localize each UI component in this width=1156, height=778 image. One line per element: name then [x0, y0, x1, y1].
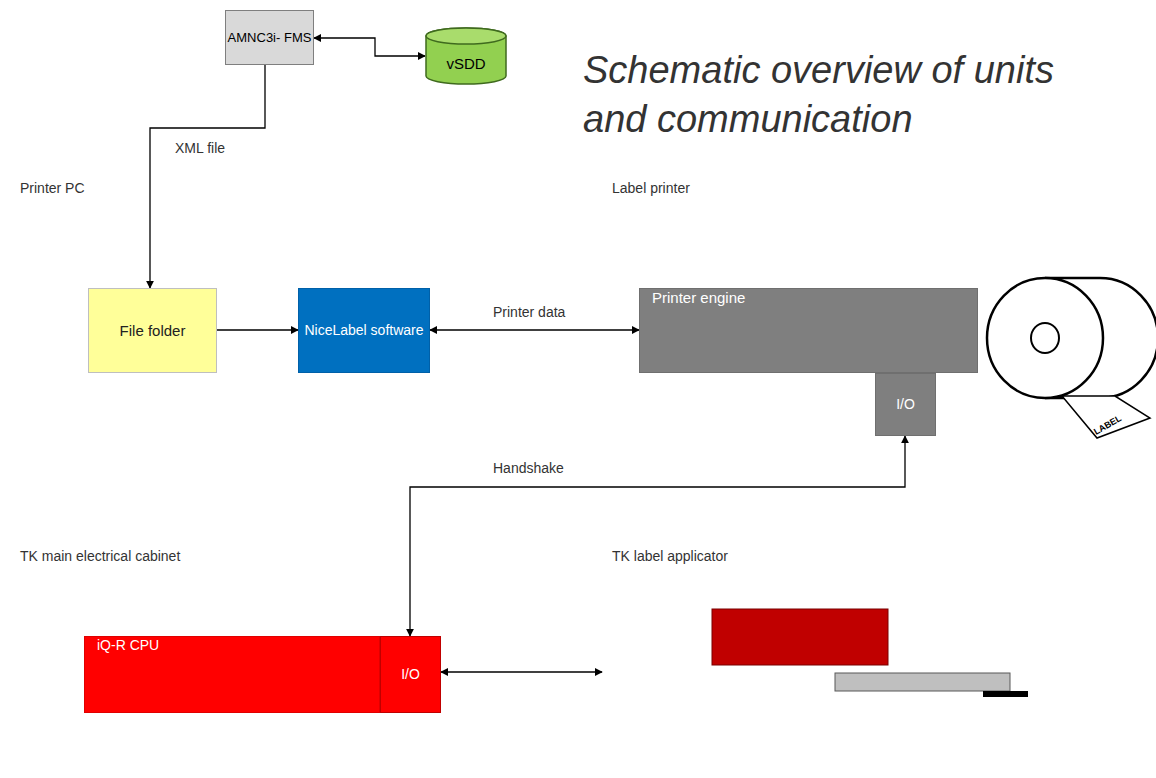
io-box: I/O [875, 373, 936, 436]
software-box: NiceLabel software [298, 288, 430, 373]
box-text: AMNC3i- FMS [228, 30, 312, 46]
folder-box: File folder [88, 288, 217, 373]
panel-heading: Label printer [612, 180, 690, 197]
panel-ground [602, 578, 1058, 778]
edge-label: Handshake [490, 460, 567, 476]
cpu-box: iQ-R CPU [84, 636, 380, 713]
box-text: vSDD [446, 55, 485, 73]
box-text: I/O [896, 396, 915, 413]
unit-panel: Label printerPrinter engineI/O [602, 210, 1058, 450]
box-text: I/O [401, 666, 420, 683]
box-text: Printer engine [652, 289, 745, 307]
diagram-title: Schematic overview of units and communic… [583, 46, 1063, 145]
io-box: I/O [380, 636, 441, 713]
panel-heading: TK main electrical cabinet [20, 548, 180, 565]
connector [150, 65, 265, 288]
panel-heading: TK label applicator [612, 548, 728, 565]
unit-panel: TK main electrical cabinetiQ-R CPUI/O [10, 578, 467, 778]
box-text: File folder [120, 322, 186, 340]
unit-panel: TK label applicator [602, 578, 1058, 778]
applicator-plate [835, 673, 1010, 691]
unit-panel: Printer PCFile folderNiceLabel software [10, 210, 467, 450]
edge-label: XML file [172, 140, 228, 156]
edge-label: Printer data [490, 304, 568, 320]
box-text: NiceLabel software [304, 322, 423, 339]
database-cylinder: vSDD [425, 28, 507, 84]
engine-box: Printer engine [639, 288, 978, 373]
connector [410, 436, 905, 636]
roll-face [987, 278, 1103, 398]
label-strip [1062, 396, 1150, 438]
box-text: iQ-R CPU [97, 637, 159, 654]
connector [217, 329, 298, 330]
panel-heading: Printer PC [20, 180, 85, 197]
connector [430, 329, 639, 330]
connector [314, 38, 425, 56]
system-box: AMNC3i- FMS [225, 10, 314, 65]
applicator-tip [983, 691, 1028, 697]
connector [441, 671, 602, 672]
roll-core [1031, 323, 1059, 353]
applicator-head [712, 609, 888, 665]
